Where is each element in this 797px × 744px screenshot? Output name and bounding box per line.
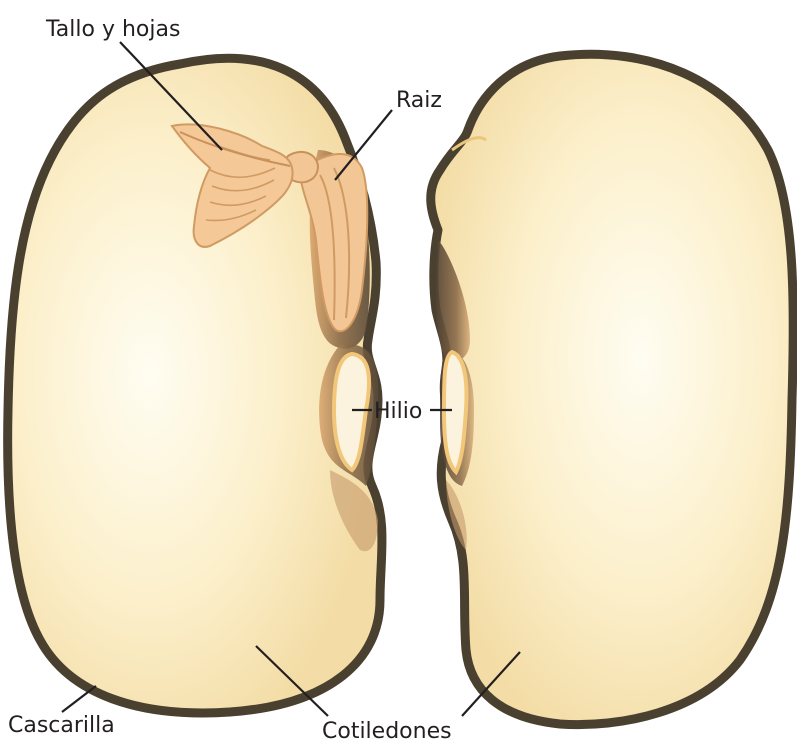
right-hilum	[444, 352, 466, 472]
right-cotyledon-body	[431, 54, 794, 724]
cotyledons-label: Cotiledones	[322, 719, 452, 744]
seed-coat-leader	[62, 686, 96, 712]
hilum-label: Hilio	[374, 399, 422, 424]
stem-leaves-label: Tallo y hojas	[45, 17, 180, 42]
root-label: Raiz	[396, 88, 442, 113]
seed-coat-label: Cascarilla	[8, 713, 115, 738]
right-cotyledon	[431, 54, 794, 724]
